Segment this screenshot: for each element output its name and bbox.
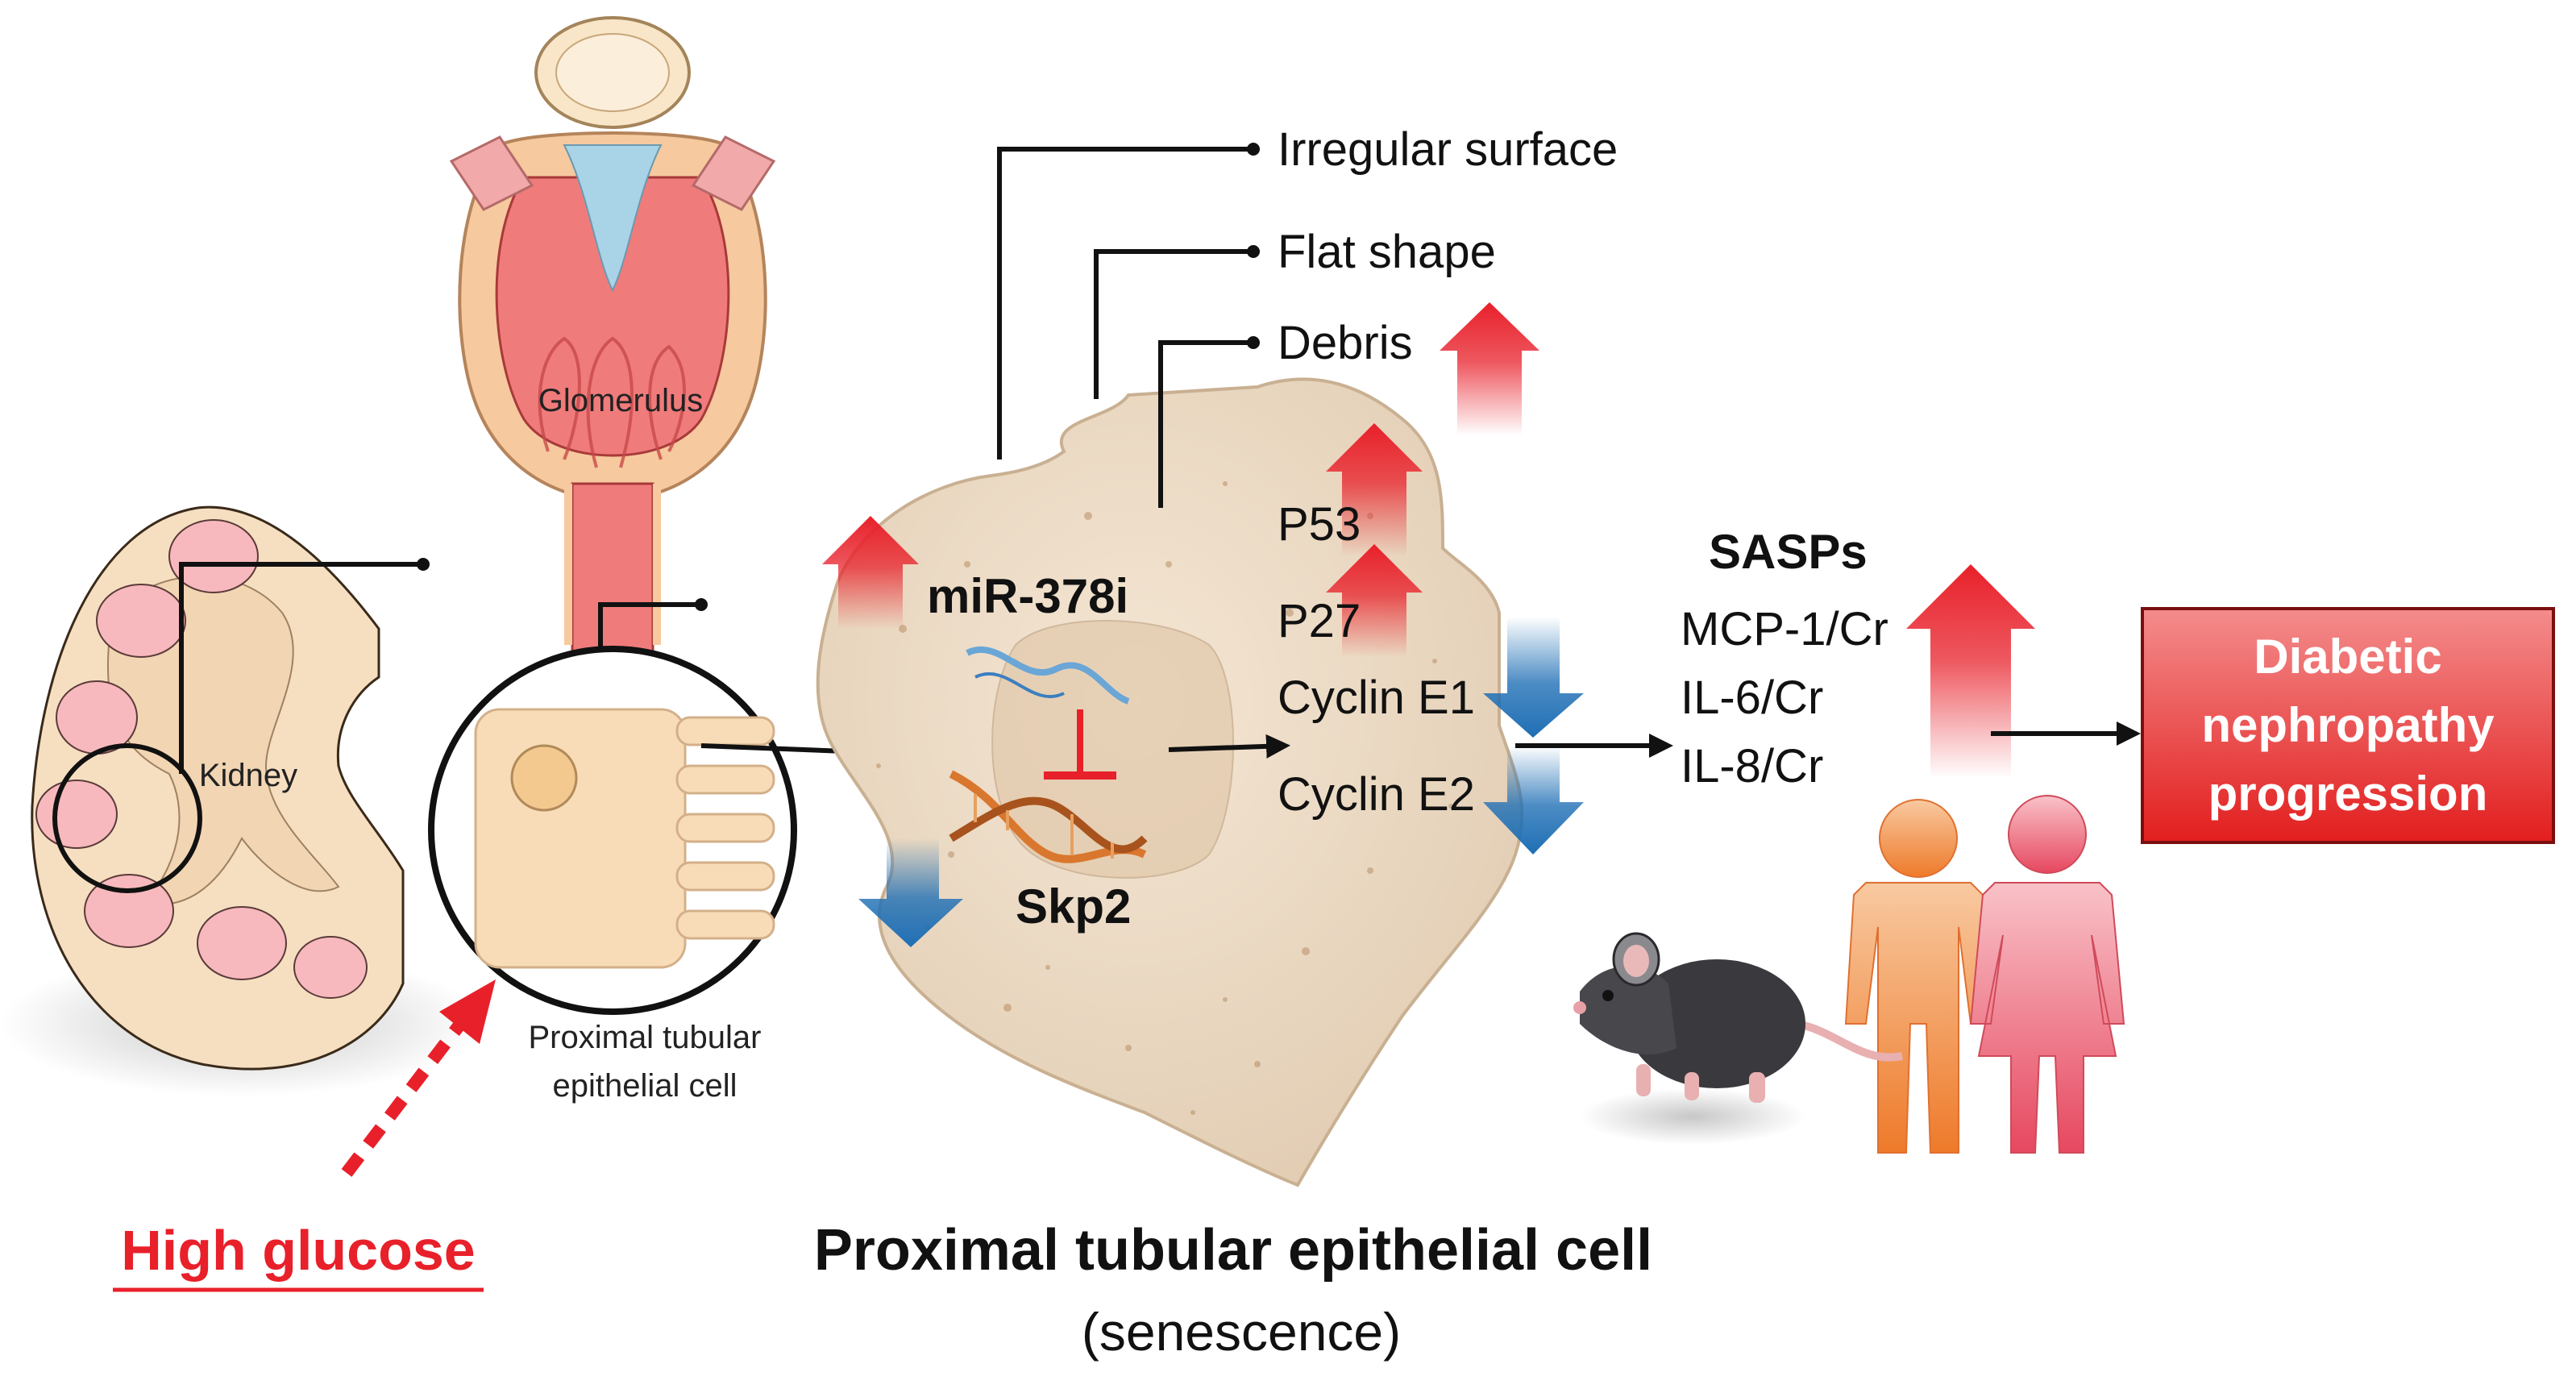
glomerulus-illustration: Glomerulus bbox=[449, 16, 776, 655]
morphology-debris: Debris bbox=[1278, 317, 1413, 369]
outcome-line-1: Diabetic bbox=[2254, 630, 2441, 684]
marker-cyclin-e2: Cyclin E2 bbox=[1278, 768, 1475, 821]
debris-up-arrow bbox=[1440, 302, 1539, 435]
ptec-small-label-1: Proximal tubular bbox=[528, 1020, 761, 1055]
ptec-small-label-2: epithelial cell bbox=[552, 1068, 737, 1104]
outcome-box: Diabetic nephropathy progression bbox=[2141, 607, 2555, 844]
man-figure bbox=[1844, 799, 1992, 1154]
sasp-mcp1: MCP-1/Cr bbox=[1681, 603, 1888, 655]
main-title: Proximal tubular epithelial cell bbox=[814, 1218, 1652, 1283]
cyclin-e1-down-arrow bbox=[1483, 617, 1584, 738]
main-subtitle: (senescence) bbox=[1082, 1302, 1401, 1362]
morphology-leaders bbox=[997, 143, 1260, 508]
marker-p53: P53 bbox=[1278, 498, 1361, 551]
marker-p27: P27 bbox=[1278, 595, 1361, 647]
p27-up-arrow bbox=[1326, 544, 1423, 657]
kidney-illustration: Kidney bbox=[0, 505, 484, 1096]
mouse-figure bbox=[1573, 932, 1903, 1145]
cyclin-e2-down-arrow bbox=[1483, 746, 1584, 855]
sasp-il8: IL-8/Cr bbox=[1681, 740, 1823, 792]
marker-cyclin-e1: Cyclin E1 bbox=[1278, 672, 1475, 724]
ptec-zoom: Proximal tubular epithelial cell bbox=[428, 646, 797, 1104]
sasps-title: SASPs bbox=[1709, 525, 1868, 579]
outcome-line-2: nephropathy bbox=[2201, 698, 2495, 752]
glomerulus-label: Glomerulus bbox=[538, 383, 704, 418]
mirna-label: miR-378i bbox=[927, 569, 1128, 623]
outcome-line-3: progression bbox=[2208, 767, 2488, 821]
high-glucose-label: High glucose bbox=[121, 1219, 475, 1282]
mirna-up-arrow bbox=[822, 516, 919, 629]
human-figures bbox=[1844, 795, 2125, 1154]
kidney-label: Kidney bbox=[199, 758, 297, 793]
woman-figure bbox=[1969, 795, 2125, 1154]
morphology-irregular-surface: Irregular surface bbox=[1278, 123, 1618, 176]
skp2-label: Skp2 bbox=[1016, 879, 1131, 934]
senescent-cell: miR-378i Skp2 bbox=[816, 377, 1524, 1187]
high-glucose-group: High glucose bbox=[113, 979, 496, 1292]
sasp-il6: IL-6/Cr bbox=[1681, 672, 1823, 724]
morphology-flat-shape: Flat shape bbox=[1278, 226, 1496, 278]
arrow-cell-to-markers bbox=[1168, 734, 1290, 759]
skp2-down-arrow bbox=[858, 838, 963, 947]
sasps-up-arrow bbox=[1906, 564, 2035, 778]
p53-up-arrow bbox=[1326, 423, 1423, 556]
